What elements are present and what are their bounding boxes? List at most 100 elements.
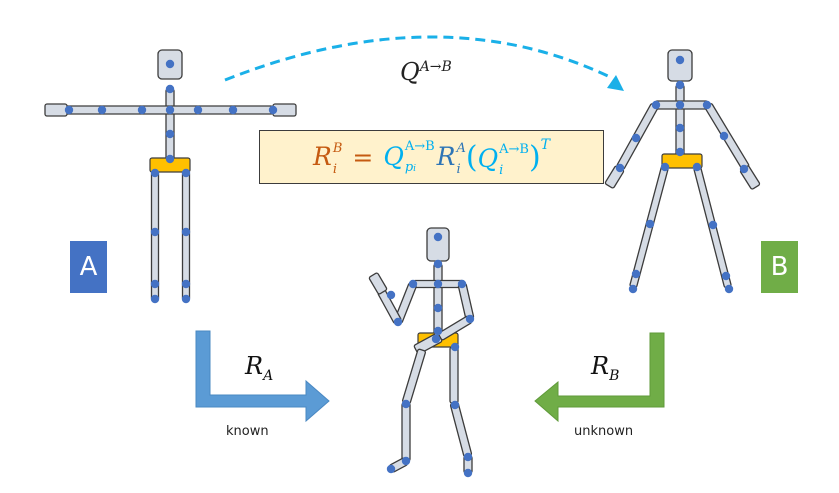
joint [719,131,729,141]
joint [675,147,685,157]
equals-sign: = [352,142,374,172]
left-thigh [402,348,426,405]
joint [628,284,638,294]
joint [675,55,685,65]
rb-sub: B [609,367,620,384]
paren-open: ( [465,139,478,175]
skeleton-a [44,49,297,304]
joint [431,334,441,344]
head [667,49,693,82]
joint [433,232,443,242]
joint [433,279,443,289]
transfer-arc [224,35,613,82]
spine [165,88,175,160]
ra-sub: A [263,367,274,384]
joint [408,279,418,289]
rb-base: R [591,352,610,380]
t3-sub: i [499,163,504,178]
joint [450,400,460,410]
joint [401,399,411,409]
lhs-base: R [312,142,332,172]
t1-base: Q [383,141,404,171]
joint [165,84,175,94]
t1-subsub: i [413,164,417,175]
transfer-base: Q [400,58,420,86]
joint [465,314,475,324]
paren-close: ) [528,139,541,175]
left-shin [401,402,411,462]
right-thigh [449,346,459,404]
joint [181,279,191,289]
joint [150,227,160,237]
joint [64,105,74,115]
joint [401,456,411,466]
joint [721,271,731,281]
joint [651,100,661,110]
transfer-arrowhead [607,75,624,91]
joint [457,279,467,289]
t3-sup: A→B [499,142,529,157]
lhs-sub: i [332,161,337,177]
joint [386,464,396,474]
known-arrow [195,330,330,423]
t1-sup: A→B [404,139,435,155]
joint [433,259,443,269]
joint [631,133,641,143]
unknown-rotation-label: RB [591,352,619,384]
joint [165,105,175,115]
spine [433,263,443,337]
left-hand [368,272,388,295]
joint [463,452,473,462]
joint [137,105,147,115]
joint [615,163,625,173]
t3-base: Q [477,143,499,173]
ra-base: R [245,352,264,380]
right-upper-arm [457,282,475,321]
known-rotation-label: RA [245,352,273,384]
joint [739,164,749,174]
joint [645,219,655,229]
left-hand [44,103,68,117]
skeleton-b-label: B [761,241,798,293]
joint [97,105,107,115]
transfer-label: QA→B [400,58,452,86]
joint [463,468,473,478]
joint [433,326,443,336]
joint [165,154,175,164]
joint [150,294,160,304]
joint [724,284,734,294]
joint [181,227,191,237]
joint [708,220,718,230]
joint [193,105,203,115]
joint [165,59,175,69]
joint [150,279,160,289]
skeleton-a-label: A [70,241,107,293]
skeleton-target [368,227,475,478]
known-caption: known [226,424,269,439]
t2-sub: i [456,161,461,177]
t2-base: R [436,142,456,172]
skeleton-b-letter: B [770,252,789,282]
right-shin [449,401,473,458]
joint [393,317,403,327]
joint [268,105,278,115]
transfer-superscript: A→B [419,59,452,75]
spine [675,84,685,156]
joint [675,80,685,90]
t1-sub: p [404,160,414,176]
transpose-sup: T [540,137,551,154]
joint [631,269,641,279]
joint [692,162,702,172]
joint [181,168,191,178]
joint [675,123,685,133]
unknown-caption: unknown [574,424,634,439]
joint [165,129,175,139]
joint [228,105,238,115]
